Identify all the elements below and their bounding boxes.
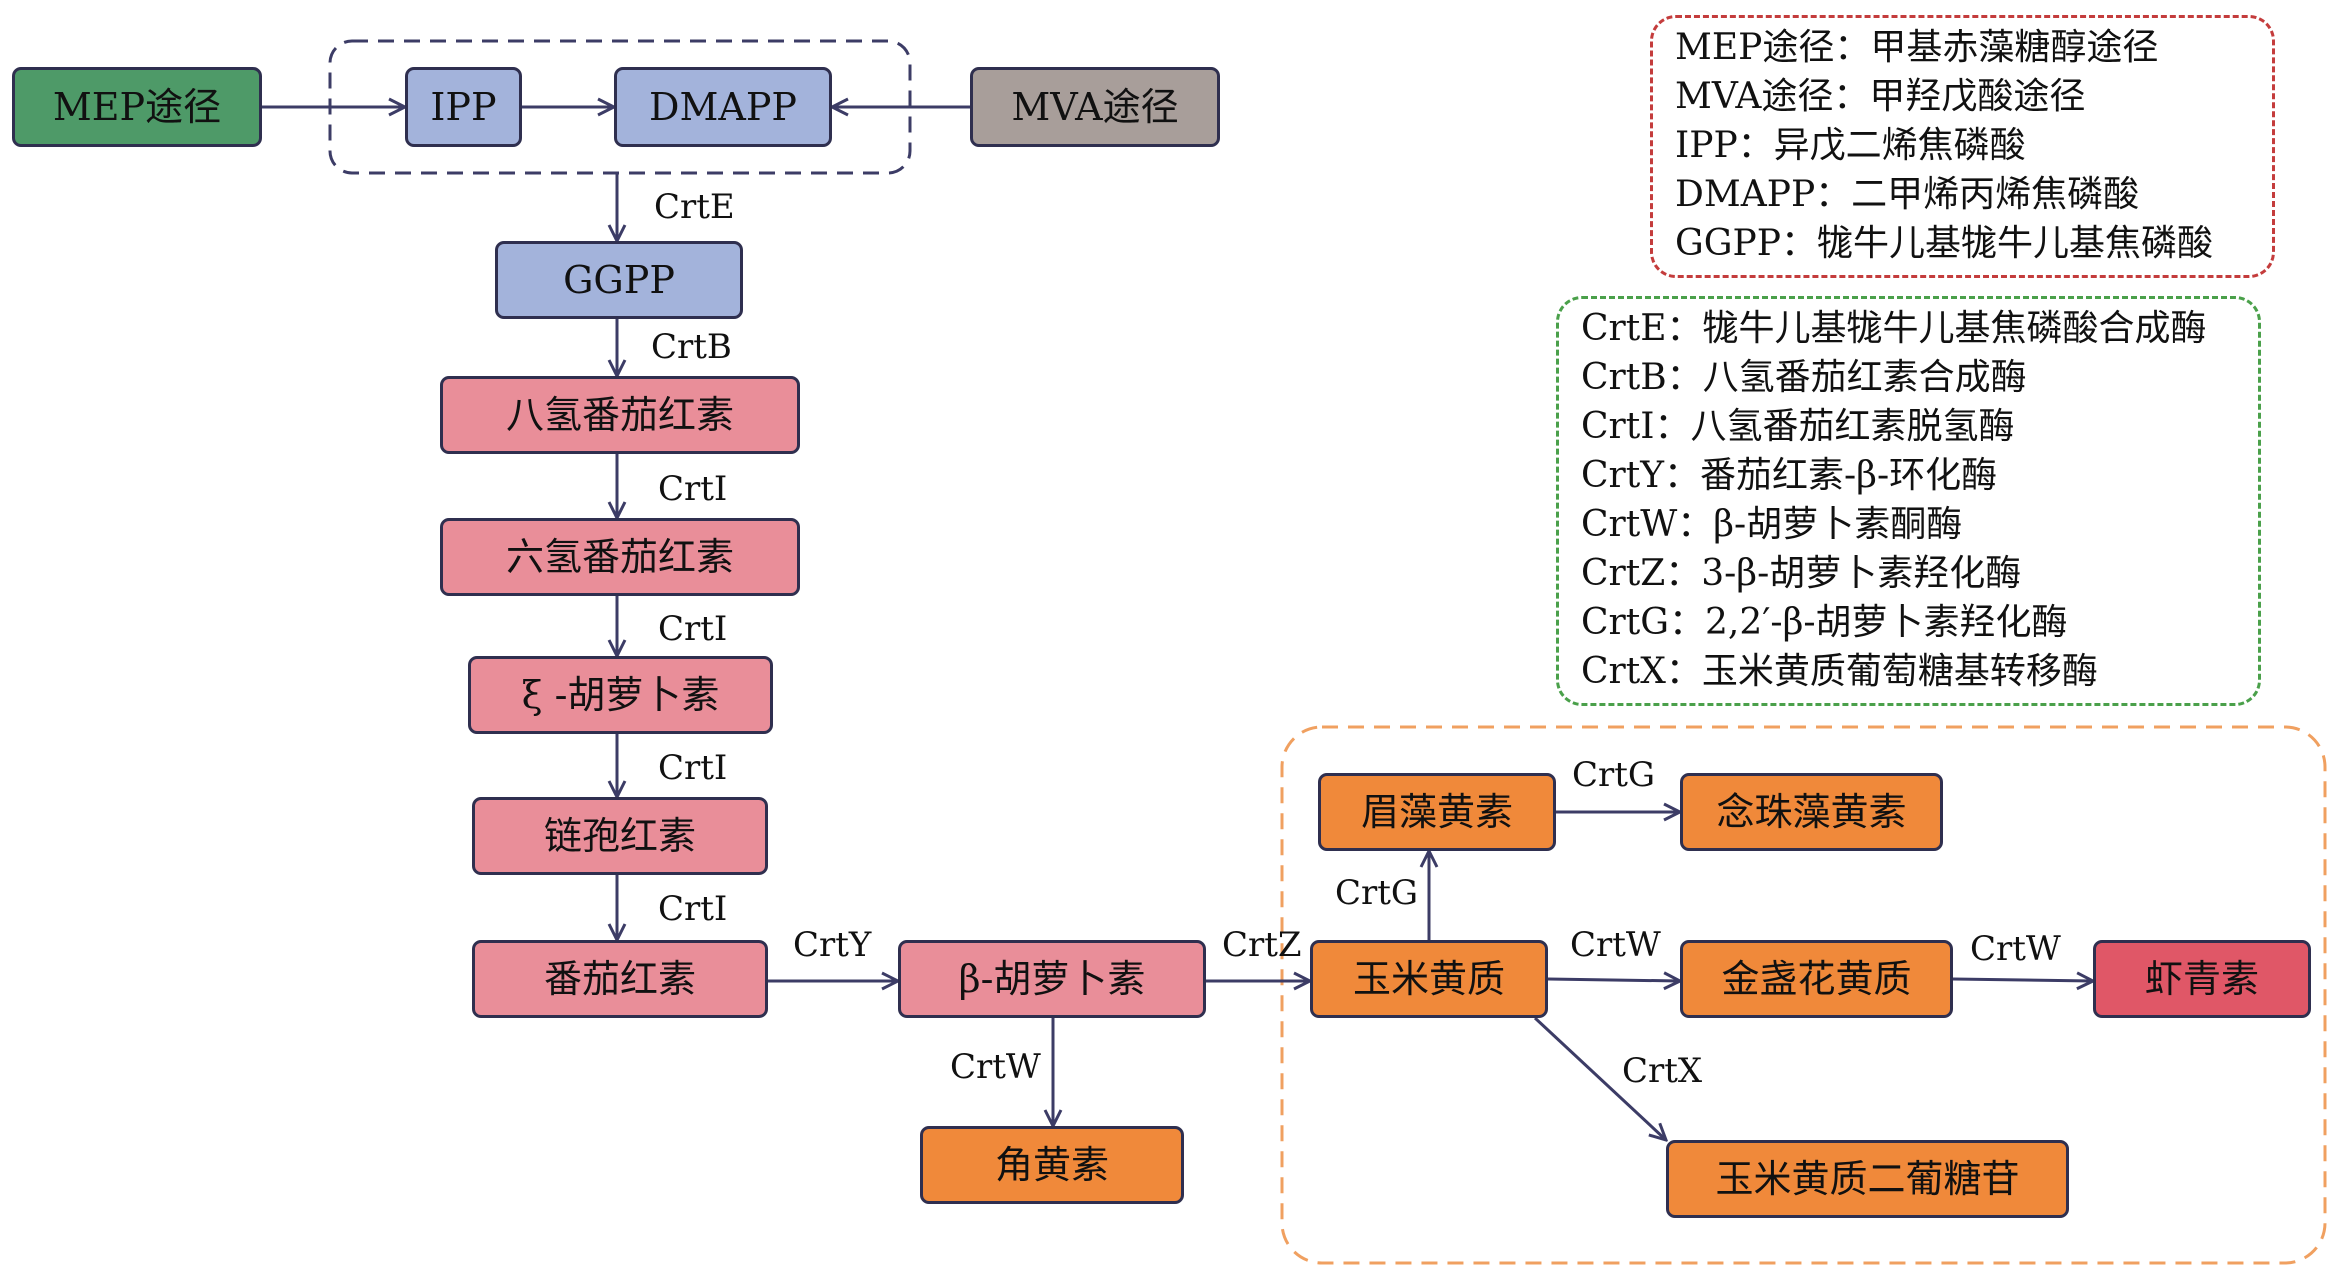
node-zeaxanthin-diglucoside: 玉米黄质二葡糖苷: [1666, 1140, 2069, 1218]
legend-entry: CrtE：牻牛儿基牻牛儿基焦磷酸合成酶: [1581, 308, 2207, 349]
node-canthaxanthin: 角黄素: [920, 1126, 1184, 1204]
arrow-zeaxanthin-to-zeaxanthin-diglucoside: [1533, 1016, 1666, 1140]
legend-entry: GGPP：牻牛儿基牻牛儿基焦磷酸: [1675, 223, 2213, 264]
enzyme-label: CrtX: [1622, 1051, 1703, 1091]
node-astaxanthin: 虾青素: [2093, 940, 2311, 1018]
enzyme-label: CrtI: [658, 469, 728, 509]
enzyme-legend: CrtE：牻牛儿基牻牛儿基焦磷酸合成酶 CrtB：八氢番茄红素合成酶 CrtI：八氢…: [1556, 296, 2261, 706]
node-zeta-carotene: ξ -胡萝卜素: [468, 656, 773, 734]
legend-entry: CrtW：β-胡萝卜素酮酶: [1581, 504, 1963, 545]
abbreviation-legend: MEP途径：甲基赤藻糖醇途径 MVA途径：甲羟戊酸途径 IPP：异戊二烯焦磷酸 DMA…: [1650, 15, 2275, 278]
legend-entry: CrtG：2,2′-β-胡萝卜素羟化酶: [1581, 602, 2068, 643]
enzyme-label: CrtW: [950, 1047, 1041, 1087]
arrow-adonixanthin-to-astaxanthin: [1952, 979, 2093, 981]
node-phytoene: 八氢番茄红素: [440, 376, 800, 454]
enzyme-label: CrtW: [1970, 929, 2061, 969]
legend-entry: DMAPP：二甲烯丙烯焦磷酸: [1675, 174, 2140, 215]
legend-entry: CrtI：八氢番茄红素脱氢酶: [1581, 406, 2015, 447]
arrow-zeaxanthin-to-adonixanthin: [1547, 979, 1680, 981]
legend-entry: CrtB：八氢番茄红素合成酶: [1581, 357, 2027, 398]
enzyme-label: CrtW: [1570, 925, 1661, 965]
legend-entry: CrtZ：3-β-胡萝卜素羟化酶: [1581, 553, 2022, 594]
node-phytofluene: 六氢番茄红素: [440, 518, 800, 596]
node-mep: MEP途径: [12, 67, 262, 147]
enzyme-label: CrtI: [658, 748, 728, 788]
node-dmapp: DMAPP: [614, 67, 832, 147]
enzyme-label: CrtI: [658, 609, 728, 649]
node-lycopene: 番茄红素: [472, 940, 768, 1018]
enzyme-label: CrtG: [1572, 755, 1656, 795]
node-zeaxanthin: 玉米黄质: [1310, 940, 1548, 1018]
legend-entry: IPP：异戊二烯焦磷酸: [1675, 125, 2026, 166]
legend-entry: CrtX：玉米黄质葡萄糖基转移酶: [1581, 651, 2098, 692]
enzyme-label: CrtE: [654, 187, 735, 227]
node-adonixanthin: 金盏花黄质: [1680, 940, 1953, 1018]
enzyme-label: CrtB: [651, 327, 732, 367]
enzyme-label: CrtZ: [1222, 925, 1302, 965]
enzyme-label: CrtG: [1335, 873, 1419, 913]
node-caloxanthin: 眉藻黄素: [1318, 773, 1556, 851]
legend-entry: MVA途径：甲羟戊酸途径: [1675, 76, 2086, 117]
node-neurosporene: 链孢红素: [472, 797, 768, 875]
legend-entry: CrtY：番茄红素-β-环化酶: [1581, 455, 1998, 496]
node-nostoxanthin: 念珠藻黄素: [1680, 773, 1943, 851]
node-beta-carotene: β-胡萝卜素: [898, 940, 1206, 1018]
node-ggpp: GGPP: [495, 241, 743, 319]
enzyme-label: CrtY: [793, 925, 872, 965]
enzyme-label: CrtI: [658, 889, 728, 929]
zeaxanthin-derivatives-region: [1280, 725, 2327, 1265]
node-mva: MVA途径: [970, 67, 1220, 147]
legend-entry: MEP途径：甲基赤藻糖醇途径: [1675, 27, 2159, 68]
node-ipp: IPP: [405, 67, 522, 147]
